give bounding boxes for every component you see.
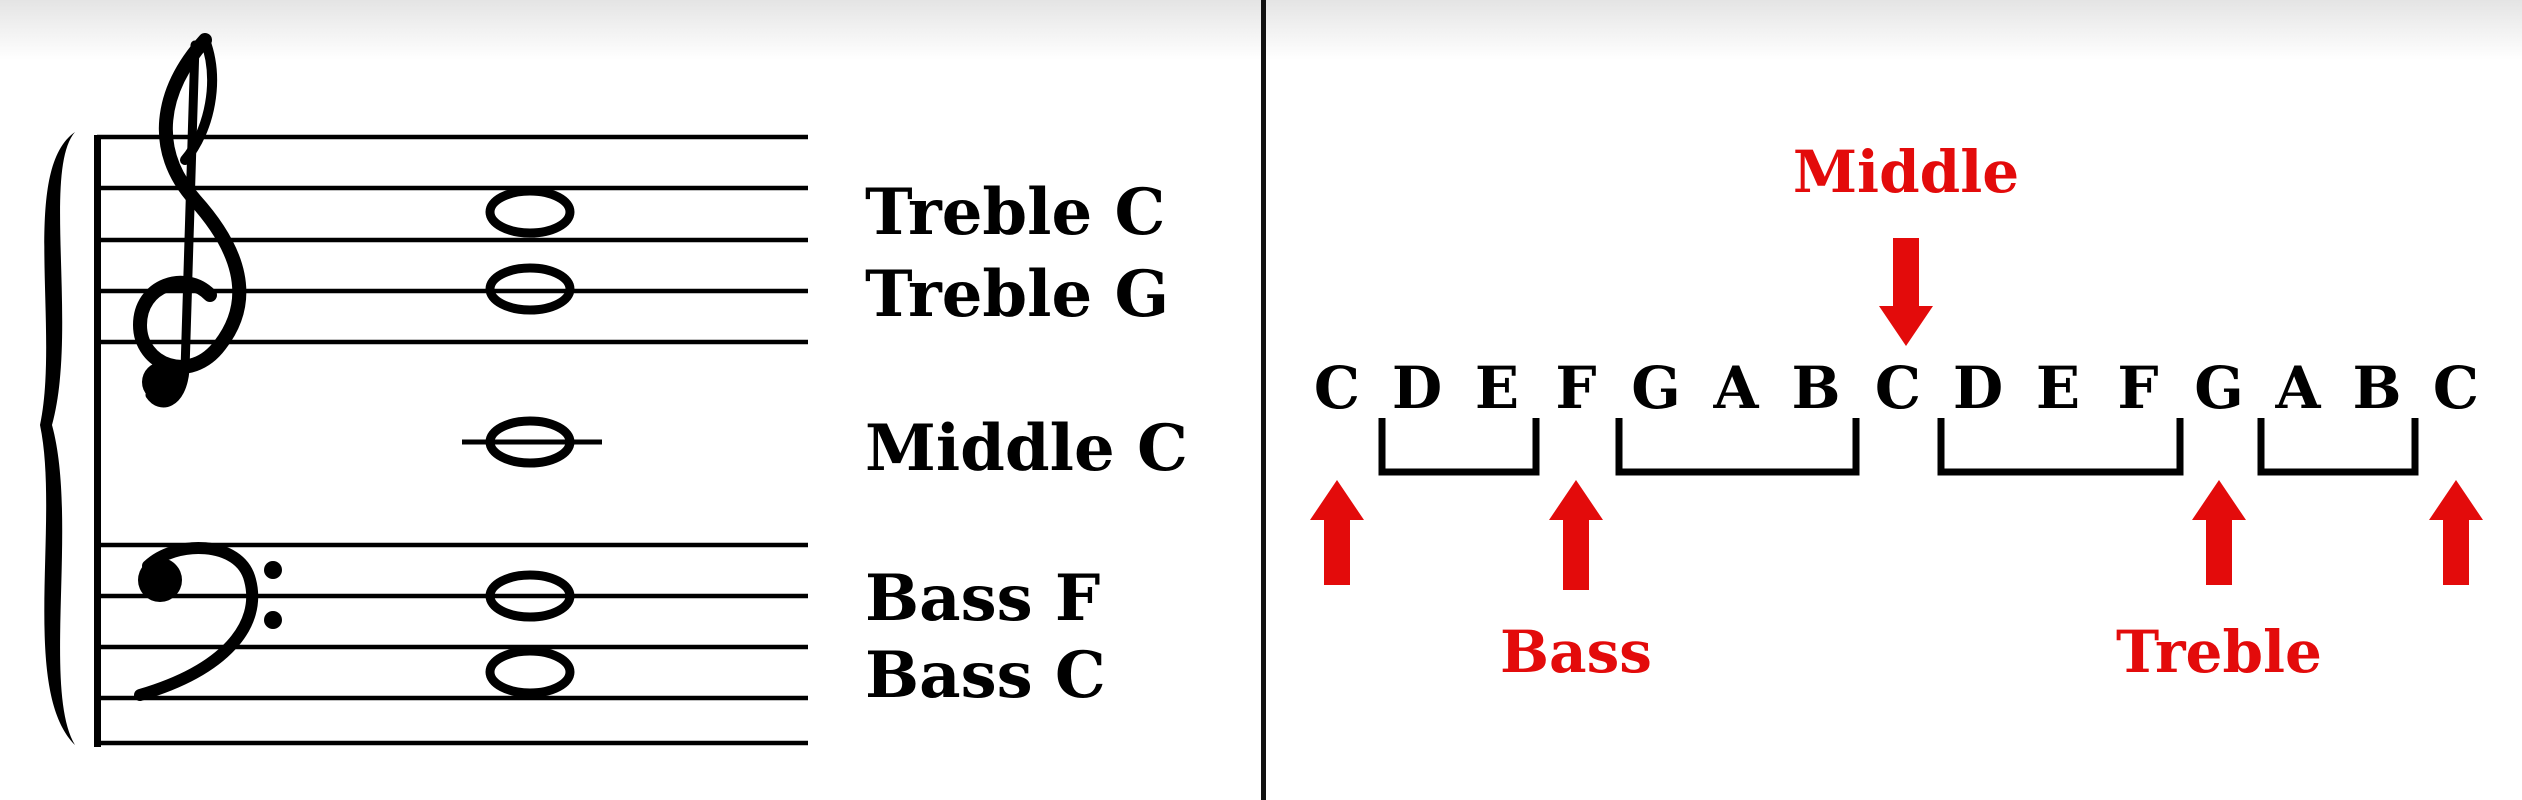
marker-label-bass: Bass (1500, 618, 1652, 686)
sequence-letter: G (1631, 354, 1681, 422)
system-barline (94, 135, 101, 747)
arrow-up-bass-icon (1549, 480, 1603, 590)
bracket-g-a-b (1615, 418, 1860, 476)
sequence-letter: A (1712, 354, 1759, 422)
sequence-letter: F (1555, 354, 1596, 422)
label-treble-g: Treble G (865, 257, 1169, 332)
grand-staff: Treble C Treble G Middle C Bass F Bass C (40, 33, 1188, 747)
sequence-letter: B (2352, 354, 2401, 422)
arrow-up-first-c-icon (1310, 480, 1364, 585)
treble-clef-icon (132, 33, 247, 408)
label-bass-c: Bass C (865, 638, 1106, 713)
panel-divider (1261, 0, 1266, 800)
note-middle-c (485, 416, 575, 468)
treble-staff (97, 134, 808, 345)
sequence-letter: A (2274, 354, 2321, 422)
label-middle-c: Middle C (865, 411, 1188, 486)
label-bass-f: Bass F (865, 561, 1100, 636)
sequence-letter: G (2194, 354, 2244, 422)
sequence-letter: D (1392, 354, 1442, 422)
sequence-letter: C (1314, 354, 1360, 422)
note-bass-f (485, 570, 575, 622)
marker-label-treble: Treble (2116, 618, 2322, 686)
sequence-letter: D (1953, 354, 2003, 422)
arrow-down-middle-icon (1879, 238, 1933, 346)
note-bass-c (485, 646, 575, 698)
sequence-letter: E (2036, 354, 2080, 422)
arrow-up-treble-icon (2192, 480, 2246, 585)
brace-icon (40, 132, 75, 745)
bass-clef-icon (134, 542, 282, 701)
note-treble-g (485, 263, 575, 315)
marker-label-middle: Middle (1793, 138, 2019, 206)
bracket-d-e-f (1937, 418, 2184, 476)
sequence-letter: C (2433, 354, 2479, 422)
whole-notes (462, 186, 602, 698)
label-treble-c: Treble C (865, 175, 1165, 250)
arrow-up-last-c-icon (2429, 480, 2483, 585)
note-treble-c (485, 186, 575, 238)
bracket-a-b (2257, 418, 2419, 476)
bass-staff (97, 542, 808, 746)
bracket-d-e (1378, 418, 1540, 476)
sequence-letter: B (1791, 354, 1840, 422)
sequence-letter: E (1475, 354, 1519, 422)
group-brackets (1378, 418, 2419, 476)
sequence-letter: F (2117, 354, 2158, 422)
sequence-letter: C (1875, 354, 1921, 422)
